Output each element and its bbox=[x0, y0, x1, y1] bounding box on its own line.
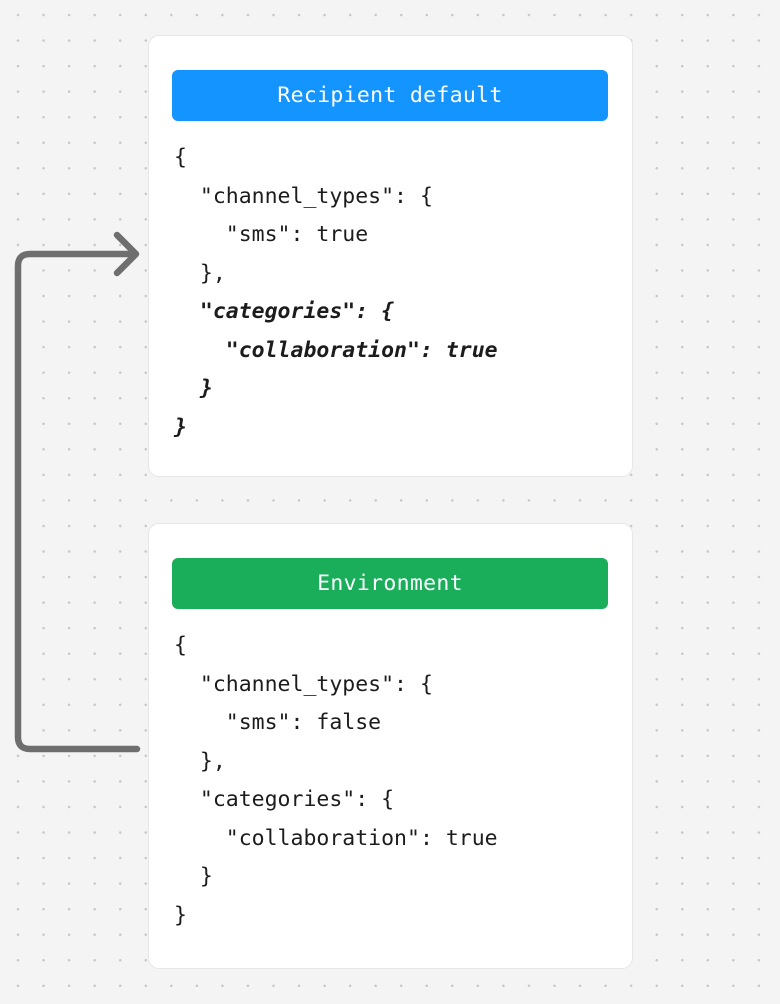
code-line: "sms": false bbox=[174, 710, 382, 735]
json-block-recipient-default: { "channel_types": { "sms": true }, "cat… bbox=[174, 139, 614, 447]
code-line: } bbox=[174, 376, 213, 401]
merge-arrow-path bbox=[14, 250, 141, 753]
card-header-recipient-default: Recipient default bbox=[172, 70, 608, 121]
merge-arrow-head-icon bbox=[113, 231, 140, 277]
code-line: } bbox=[174, 902, 187, 928]
json-block-environment: { "channel_types": { "sms": false }, "ca… bbox=[174, 627, 614, 935]
code-line: "categories": { bbox=[174, 787, 395, 812]
card-title-environment: Environment bbox=[317, 571, 463, 596]
code-line: "collaboration": true bbox=[174, 337, 498, 363]
code-line: }, bbox=[174, 748, 226, 774]
code-line: { bbox=[174, 145, 187, 170]
code-line: "channel_types": { bbox=[174, 671, 433, 697]
card-environment[interactable]: Environment { "channel_types": { "sms": … bbox=[148, 523, 633, 969]
code-line: } bbox=[174, 414, 187, 440]
card-header-environment: Environment bbox=[172, 558, 608, 609]
code-line: } bbox=[174, 864, 213, 889]
code-line: }, bbox=[174, 260, 226, 286]
card-recipient-default[interactable]: Recipient default { "channel_types": { "… bbox=[148, 35, 633, 477]
code-line: { bbox=[174, 633, 187, 658]
code-line: "sms": true bbox=[174, 222, 369, 247]
code-line: "collaboration": true bbox=[174, 825, 498, 851]
code-line: "channel_types": { bbox=[174, 183, 433, 209]
code-line: "categories": { bbox=[174, 299, 395, 324]
card-title-recipient-default: Recipient default bbox=[277, 83, 503, 108]
